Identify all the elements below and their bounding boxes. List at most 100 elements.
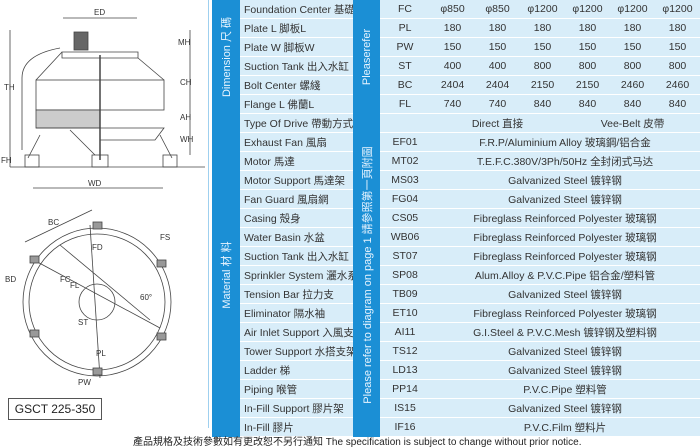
row-label: Fan Guard 風扇網 (240, 189, 353, 209)
dimension-value: 2150 (520, 75, 565, 95)
dimension-value: φ1200 (655, 0, 700, 19)
row-code: FL (380, 94, 430, 114)
row-label: Suction Tank 出入水缸 (240, 56, 353, 76)
material-value: P.V.C.Film 塑料片 (430, 417, 700, 437)
row-label: Flange L 佛蘭L (240, 94, 353, 114)
dimension-value: 2404 (430, 75, 475, 95)
label-wh: WH (180, 135, 194, 144)
dimension-value: 180 (565, 18, 610, 38)
dimension-value: φ1200 (520, 0, 565, 19)
material-refer-column: Please refer to diagram on page 1 請參照第一頁… (353, 113, 380, 437)
material-value: Galvanized Steel 镀锌钢 (430, 189, 700, 209)
row-label: In-Fill 膠片 (240, 417, 353, 437)
dimension-value: φ850 (475, 0, 520, 19)
dimension-value: 840 (655, 94, 700, 114)
row-label: Casing 殻身 (240, 208, 353, 228)
material-value: Fibreglass Reinforced Polyester 玻璃钢 (430, 303, 700, 323)
label-wd: WD (88, 179, 102, 188)
row-code: MT02 (380, 151, 430, 171)
material-value: F.R.P/Aluminium Alloy 玻璃鋼/铝合金 (430, 132, 700, 152)
row-code: PL (380, 18, 430, 38)
label-mh: MH (178, 38, 191, 47)
label-ah: AH (180, 113, 191, 122)
drive-belt: Vee-Belt 皮帶 (565, 113, 700, 133)
dimension-value: 150 (610, 37, 655, 57)
dimension-value: 2460 (610, 75, 655, 95)
row-label: Tower Support 水搭支架 (240, 341, 353, 361)
dimension-value: 840 (565, 94, 610, 114)
dimension-value: 800 (655, 56, 700, 76)
model-label: GSCT 225-350 (8, 398, 102, 420)
label-bc: BC (48, 218, 59, 227)
label-fd: FD (92, 243, 103, 252)
label-fc: FC (60, 275, 71, 284)
row-label: Suction Tank 出入水缸 (240, 246, 353, 266)
dimension-value: 2404 (475, 75, 520, 95)
row-label: Plate W 脚板W (240, 37, 353, 57)
label-st: ST (78, 318, 88, 327)
dimension-value: 740 (475, 94, 520, 114)
row-code: FC (380, 0, 430, 19)
row-code: EF01 (380, 132, 430, 152)
row-label: In-Fill Support 膠片架 (240, 398, 353, 418)
dimension-value: 150 (565, 37, 610, 57)
material-value: T.E.F.C.380V/3Ph/50Hz 全封闭式马达 (430, 151, 700, 171)
row-code: ST (380, 56, 430, 76)
dimension-value: 180 (475, 18, 520, 38)
dimension-value: 150 (655, 37, 700, 57)
material-section: Material 材 料 (212, 113, 240, 437)
material-value: Alum.Alloy & P.V.C.Pipe 铝合金/塑料管 (430, 265, 700, 285)
row-label: Exhaust Fan 風扇 (240, 132, 353, 152)
plan-view: BC BD FD FC FL ST FS 60° PL PW (5, 209, 172, 387)
row-code: BC (380, 75, 430, 95)
material-value: Galvanized Steel 镀锌钢 (430, 360, 700, 380)
row-code: AI11 (380, 322, 430, 342)
row-code: LD13 (380, 360, 430, 380)
label-fh: FH (1, 156, 12, 165)
row-label: Motor 馬達 (240, 151, 353, 171)
label-bd: BD (5, 275, 16, 284)
label-angle: 60° (140, 293, 152, 302)
row-label: Ladder 梯 (240, 360, 353, 380)
row-label: Type Of Drive 帶動方式 (240, 113, 353, 133)
material-section-label: Material 材 料 (221, 241, 233, 309)
dimension-value: 840 (610, 94, 655, 114)
refer-label: Pleaserefer (360, 28, 373, 85)
label-pw: PW (78, 378, 91, 387)
row-code: IF16 (380, 417, 430, 437)
dimension-value: 150 (475, 37, 520, 57)
dimension-value: φ1200 (565, 0, 610, 19)
row-code: FG04 (380, 189, 430, 209)
row-code: PW (380, 37, 430, 57)
label-fs: FS (160, 233, 170, 242)
dimension-value: 180 (655, 18, 700, 38)
label-pl: PL (96, 349, 106, 358)
row-label: Motor Support 馬達架 (240, 170, 353, 190)
side-view: ED TH MH CH AH WH FH WD (1, 8, 205, 189)
row-label: Piping 喉管 (240, 379, 353, 399)
dimension-section-label: Dimension 尺 碼 (221, 16, 233, 97)
dimension-value: 400 (430, 56, 475, 76)
dimension-value: 840 (520, 94, 565, 114)
row-code: SP08 (380, 265, 430, 285)
divider (208, 0, 209, 428)
row-code: PP14 (380, 379, 430, 399)
dimension-value: φ850 (430, 0, 475, 19)
label-fl: FL (70, 281, 80, 290)
material-value: Fibreglass Reinforced Polyester 玻璃钢 (430, 208, 700, 228)
row-code: ST07 (380, 246, 430, 266)
